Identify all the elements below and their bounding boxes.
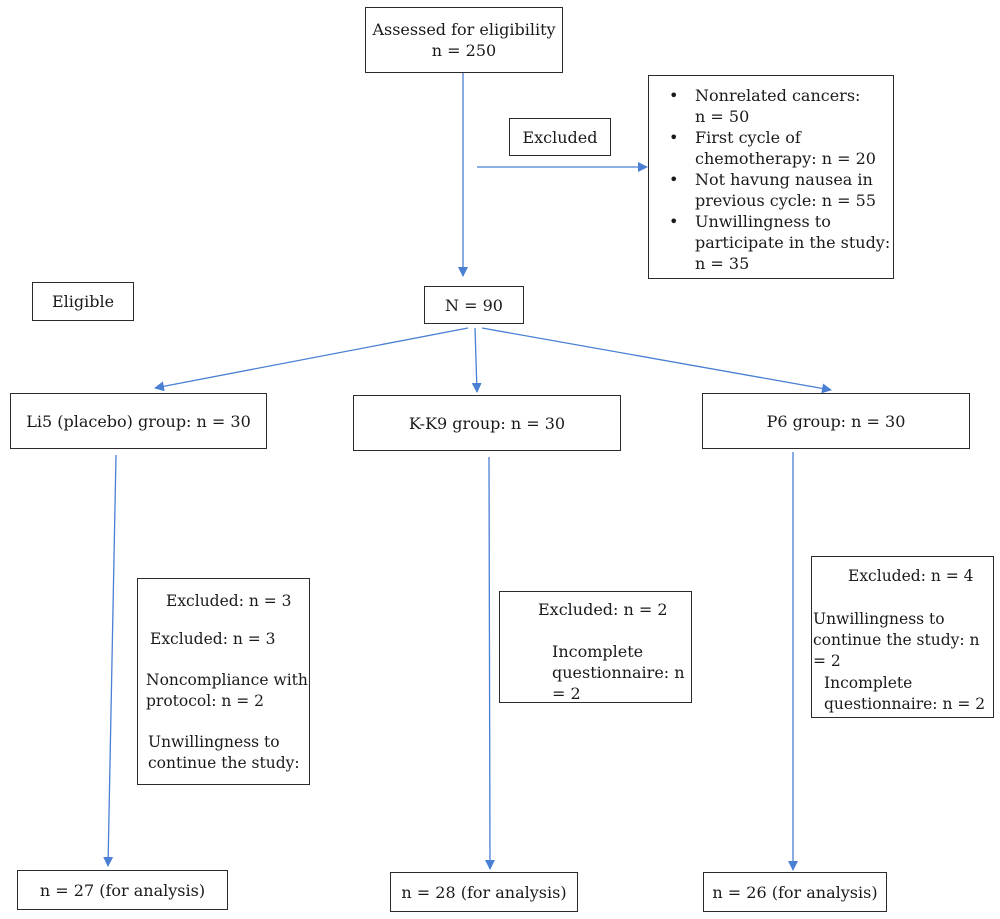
group-name: K-K9 group: n = 30 bbox=[408, 413, 566, 433]
arrow-li5-to-analysis bbox=[103, 454, 117, 867]
group-excluded-line: Unwillingness to bbox=[148, 733, 280, 751]
exclusion-reason-item: Not havung nausea in previous cycle: n =… bbox=[649, 169, 893, 211]
group-excluded-line: Incomplete bbox=[824, 674, 913, 692]
exclusion-reason-item: First cycle of chemotherapy: n = 20 bbox=[649, 127, 893, 169]
group-excluded-line: Noncompliance with bbox=[146, 671, 308, 689]
group-box-p6: P6 group: n = 30 bbox=[702, 393, 970, 449]
excluded-label-box: Excluded bbox=[509, 118, 611, 156]
exclusion-reason-item: Unwillingness to participate in the stud… bbox=[649, 211, 893, 274]
group-excluded-line: Incomplete bbox=[552, 642, 644, 661]
assessed-box: Assessed for eligibility n = 250 bbox=[365, 7, 563, 73]
group-excluded-line: questionnaire: n = 2 bbox=[824, 695, 986, 713]
group-excluded-box-li5: Excluded: n = 3 Excluded: n = 3 Noncompl… bbox=[137, 578, 310, 785]
analysis-count: n = 26 (for analysis) bbox=[712, 882, 878, 902]
group-excluded-line: protocol: n = 2 bbox=[146, 692, 265, 710]
group-name: P6 group: n = 30 bbox=[766, 411, 906, 431]
analysis-box-kk9: n = 28 (for analysis) bbox=[390, 872, 578, 912]
total-box: N = 90 bbox=[424, 286, 524, 324]
eligible-label-box: Eligible bbox=[32, 282, 134, 321]
group-excluded-box-p6: Excluded: n = 4 Unwillingness to continu… bbox=[811, 556, 994, 718]
arrow-total-to-li5 bbox=[154, 327, 469, 392]
group-excluded-line: Excluded: n = 4 bbox=[848, 567, 974, 585]
group-box-kk9: K-K9 group: n = 30 bbox=[353, 395, 621, 451]
group-box-li5: Li5 (placebo) group: n = 30 bbox=[10, 393, 267, 449]
group-excluded-box-kk9: Excluded: n = 2 Incomplete questionnaire… bbox=[499, 591, 692, 703]
group-excluded-line: Excluded: n = 3 bbox=[166, 592, 292, 610]
group-name: Li5 (placebo) group: n = 30 bbox=[26, 411, 251, 431]
analysis-box-p6: n = 26 (for analysis) bbox=[703, 872, 887, 912]
assessed-title: Assessed for eligibility bbox=[372, 20, 556, 39]
arrow-total-to-kk9 bbox=[471, 327, 482, 393]
excluded-label: Excluded bbox=[522, 127, 598, 147]
arrow-kk9-to-analysis bbox=[484, 456, 495, 870]
exclusion-reasons-list: Nonrelated cancers: n = 50 First cycle o… bbox=[649, 85, 893, 274]
analysis-count: n = 28 (for analysis) bbox=[401, 882, 567, 902]
arrow-total-to-p6 bbox=[481, 327, 832, 394]
exclusion-reason-item: Nonrelated cancers: n = 50 bbox=[649, 85, 893, 127]
analysis-box-li5: n = 27 (for analysis) bbox=[17, 870, 228, 910]
eligible-label: Eligible bbox=[51, 292, 115, 311]
group-excluded-line: continue the study: bbox=[148, 754, 300, 772]
group-excluded-line: Excluded: n = 3 bbox=[150, 630, 276, 648]
group-excluded-line: Unwillingness to bbox=[813, 610, 945, 628]
assessed-count: n = 250 bbox=[431, 41, 497, 60]
total-count: N = 90 bbox=[445, 295, 503, 315]
analysis-count: n = 27 (for analysis) bbox=[39, 880, 206, 900]
group-excluded-line: Excluded: n = 2 bbox=[538, 600, 668, 619]
group-excluded-line: continue the study: n = 2 bbox=[813, 631, 980, 670]
exclusion-reasons-box: Nonrelated cancers: n = 50 First cycle o… bbox=[648, 75, 894, 279]
group-excluded-line: questionnaire: n = 2 bbox=[552, 663, 685, 703]
